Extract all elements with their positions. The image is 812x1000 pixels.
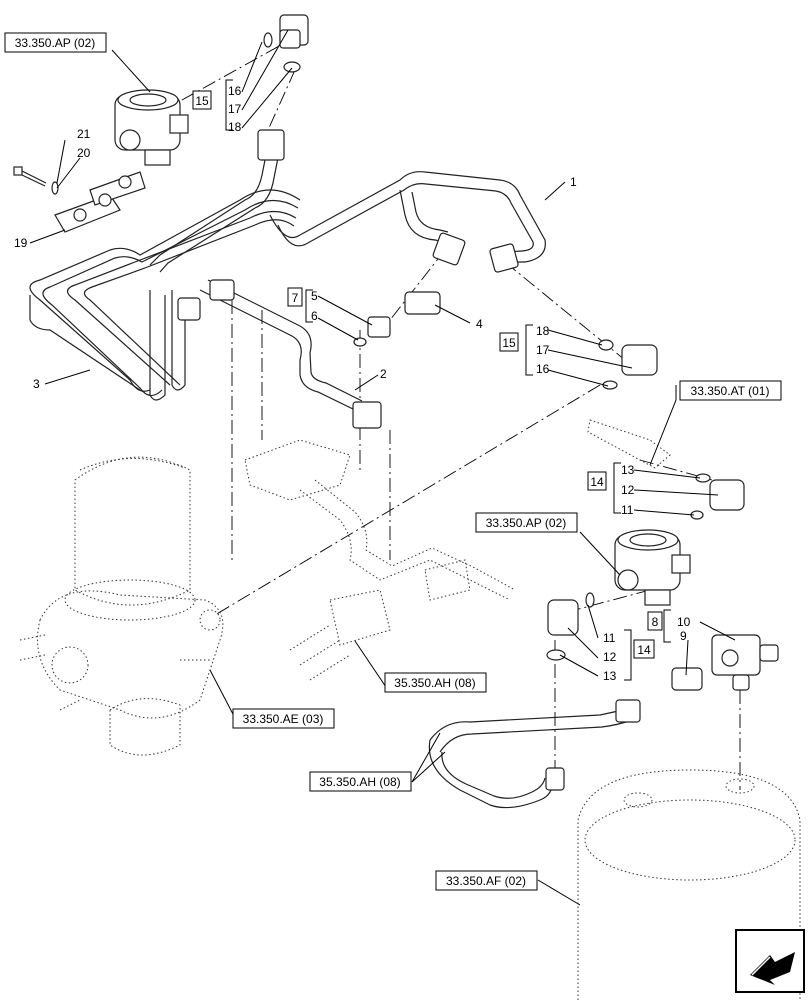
navigate-back-icon[interactable] (735, 929, 805, 993)
callout-6: 6 (311, 309, 318, 323)
svg-text:15: 15 (195, 94, 209, 108)
nut-lower-pipe (545, 699, 641, 791)
fitting-5-6 (353, 316, 391, 347)
valve-manifold-35350ah (244, 439, 516, 681)
svg-text:15: 15 (502, 336, 516, 350)
tube-end-at (587, 419, 671, 469)
pipe-1 (149, 134, 546, 273)
svg-text:33.350.AP (02): 33.350.AP (02) (486, 516, 567, 530)
callout-12-low: 12 (603, 650, 617, 664)
valve-ap-mid (614, 529, 691, 606)
pipe-lower-35350ah (428, 707, 633, 809)
svg-text:33.350.AT (01): 33.350.AT (01) (691, 384, 770, 398)
air-tank (577, 769, 801, 1000)
callout-10: 10 (677, 615, 691, 629)
callout-11-top: 11 (621, 503, 634, 517)
callout-4: 4 (476, 317, 483, 331)
svg-text:14: 14 (637, 643, 651, 657)
ref-box-ap-mid[interactable]: 33.350.AP (02) (475, 512, 578, 533)
callout-16-top: 16 (228, 84, 242, 98)
ref-box-ap-top[interactable]: 33.350.AP (02) (4, 32, 107, 53)
elbow-fitting-lower (546, 592, 595, 661)
kit-box-14-low[interactable]: 14 (633, 639, 655, 659)
svg-text:8: 8 (652, 615, 659, 629)
pipe-2 (199, 279, 363, 411)
leader-lines (29, 29, 736, 906)
svg-text:35.350.AH (08): 35.350.AH (08) (319, 775, 400, 789)
bolt-21 (13, 166, 47, 187)
pipe-bundle-3 (29, 189, 301, 401)
callout-2: 2 (380, 367, 387, 381)
svg-text:14: 14 (590, 475, 604, 489)
ref-box-ae[interactable]: 33.350.AE (03) (232, 708, 335, 729)
svg-text:33.350.AF (02): 33.350.AF (02) (446, 874, 526, 888)
ref-box-ah-low[interactable]: 35.350.AH (08) (309, 771, 412, 792)
callout-9: 9 (680, 629, 687, 643)
callout-5: 5 (311, 289, 318, 303)
tee-fitting-10 (711, 634, 779, 691)
nut-pipe1-top (257, 129, 285, 161)
ref-box-at[interactable]: 33.350.AT (01) (679, 380, 782, 401)
kit-box-15-top[interactable]: 15 (192, 90, 212, 110)
svg-text:35.350.AH (08): 35.350.AH (08) (394, 676, 475, 690)
svg-text:7: 7 (292, 291, 299, 305)
fitting-4 (404, 291, 441, 315)
clamp-19 (54, 171, 146, 233)
nut-pipe2 (177, 279, 382, 429)
callout-19: 19 (14, 236, 28, 250)
kit-box-7[interactable]: 7 (287, 287, 303, 307)
ref-box-af[interactable]: 33.350.AF (02) (435, 870, 538, 891)
elbow-fitting-mid (598, 339, 658, 390)
elbow-fitting-right (690, 473, 745, 520)
kit-box-15-mid[interactable]: 15 (499, 332, 519, 352)
nut-pipe1-right (432, 232, 519, 273)
callout-1: 1 (570, 175, 577, 189)
svg-text:33.350.AE (03): 33.350.AE (03) (243, 712, 324, 726)
callout-18-top: 18 (228, 120, 242, 134)
ref-box-ah-mid[interactable]: 35.350.AH (08) (384, 672, 487, 693)
callout-20: 20 (77, 146, 91, 160)
fitting-9 (671, 667, 703, 691)
air-dryer-assembly (19, 456, 224, 756)
kit-brackets (225, 79, 671, 681)
callout-21: 21 (77, 127, 91, 141)
callout-17-top: 17 (228, 102, 242, 116)
callout-11-low: 11 (603, 631, 616, 645)
svg-text:33.350.AP (02): 33.350.AP (02) (15, 36, 96, 50)
callout-13-low: 13 (603, 669, 617, 683)
callout-17-mid: 17 (536, 343, 550, 357)
callout-numbers: 1 2 3 4 5 6 9 10 11 12 13 11 12 13 16 17… (14, 84, 691, 683)
callout-16-mid: 16 (536, 362, 550, 376)
callout-3: 3 (33, 377, 40, 391)
washer-20 (51, 181, 59, 195)
callout-12-top: 12 (621, 483, 635, 497)
elbow-fitting-top (263, 14, 309, 73)
callout-18-mid: 18 (536, 324, 550, 338)
callout-13-top: 13 (621, 463, 635, 477)
alignment-lines (181, 39, 741, 790)
kit-box-8[interactable]: 8 (647, 611, 663, 631)
valve-ap-top (114, 89, 189, 166)
kit-box-14-top[interactable]: 14 (587, 471, 607, 491)
